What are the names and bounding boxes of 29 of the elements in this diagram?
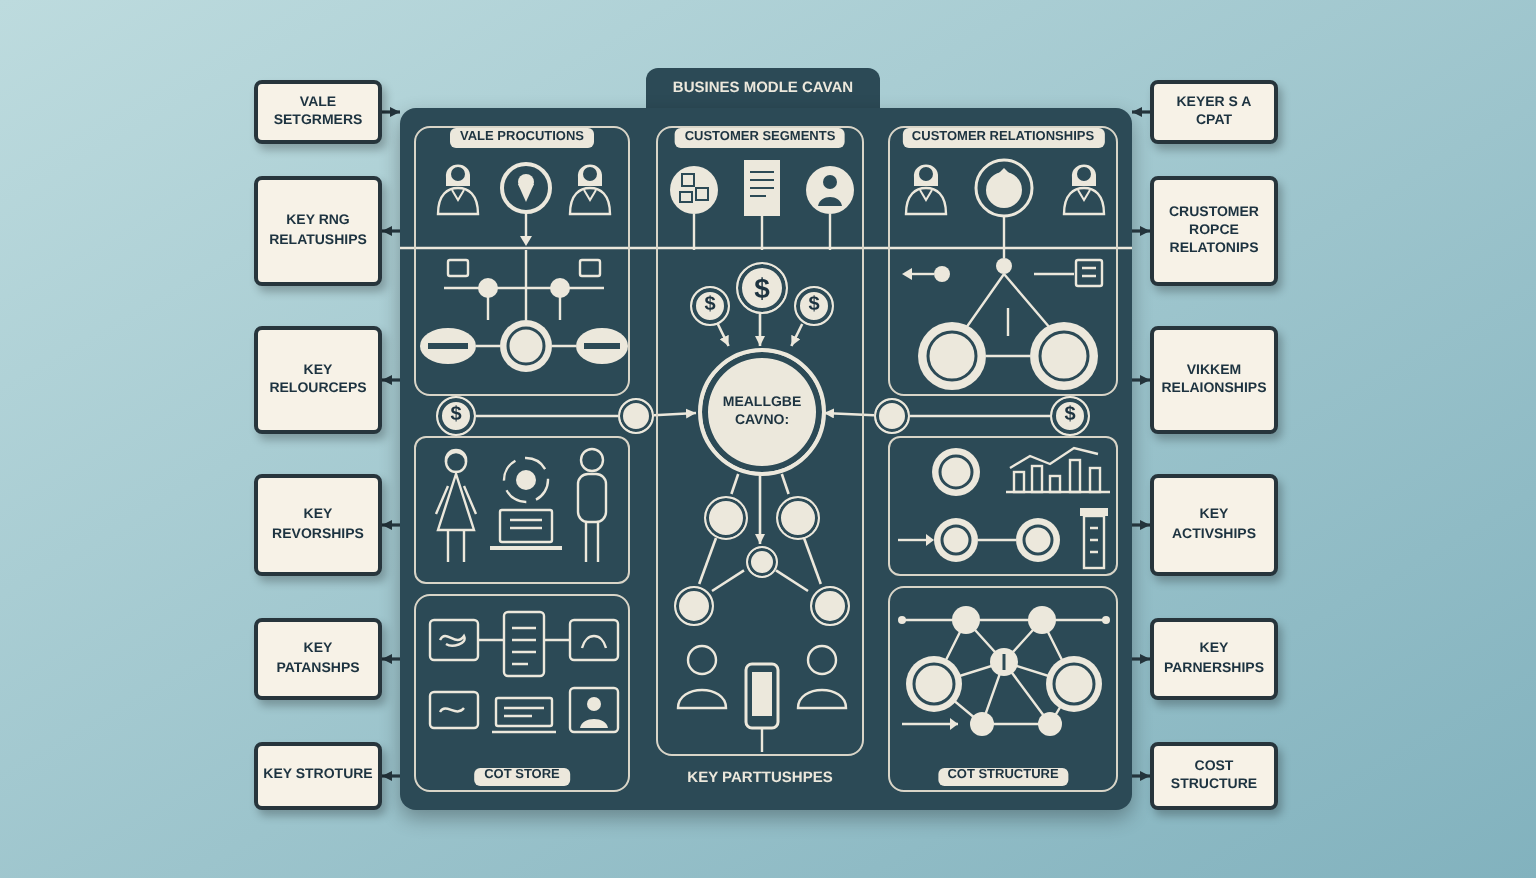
section-panel [414,594,630,792]
arrow [1132,654,1150,664]
arrow [755,474,765,544]
arrow [1132,375,1150,385]
connector-line [476,414,618,418]
section-panel [656,126,864,756]
connector-line [730,473,740,495]
arrow [1132,520,1150,530]
arrow [382,520,400,530]
connector-line [775,569,809,593]
arrow [1132,226,1150,236]
arrow [716,323,730,347]
connector-line [910,414,1050,418]
arrow [1132,771,1150,781]
arrow [755,312,765,346]
connector-line [711,569,745,593]
arrow [382,654,400,664]
arrow [382,771,400,781]
arrow [382,107,400,117]
connector-line [780,473,790,495]
arrow [823,408,875,419]
connector-line [697,537,718,585]
arrow [653,408,697,419]
section-panel [888,586,1118,792]
arrow [790,323,804,347]
arrow [1132,107,1150,117]
arrow [382,226,400,236]
connector-line [802,537,823,585]
arrow [382,375,400,385]
